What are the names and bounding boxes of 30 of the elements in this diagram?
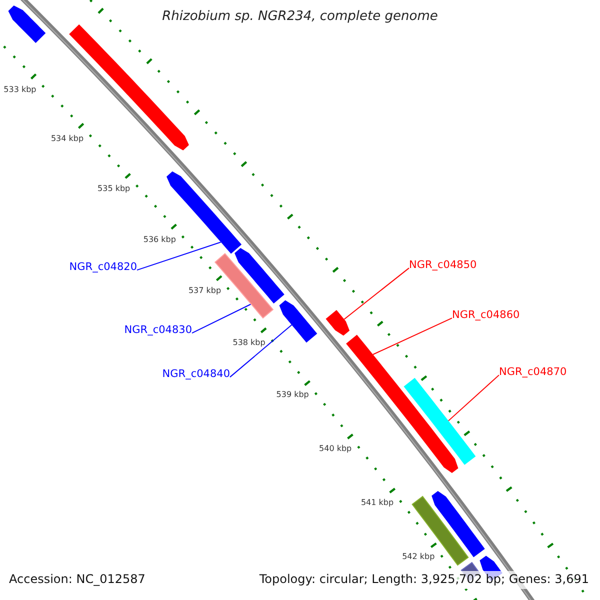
leader-line [372, 318, 452, 355]
gene-feature [234, 248, 284, 304]
tick-label: 535 kbp [98, 184, 130, 194]
leader-line [448, 374, 500, 422]
gene-block [404, 378, 476, 465]
gene-label: NGR_c04860 [452, 309, 520, 322]
tick-label: 539 kbp [276, 390, 309, 400]
title: Rhizobium sp. NGR234, complete genome [161, 10, 439, 25]
gene-feature [279, 300, 318, 343]
leader-line [136, 242, 222, 271]
gene-feature [8, 5, 46, 43]
tick-label: 537 kbp [188, 286, 222, 296]
tick-label: 541 kbp [360, 498, 394, 507]
leader-line [230, 324, 292, 378]
gene-label: NGR_c04820 [69, 261, 137, 274]
tick-label: 540 kbp [319, 444, 352, 453]
gene-feature [69, 24, 189, 150]
gene-label: NGR_c04830 [124, 324, 192, 336]
tick-label: 534 kbp [50, 134, 84, 144]
leader-line [344, 268, 410, 320]
accession-text: Accession: NC_012587 [9, 573, 146, 587]
tick-label: 533 kbp [4, 85, 36, 94]
gene-feature [326, 310, 350, 336]
tick-label: 542 kbp [402, 552, 435, 562]
gene-label: NGR_c04840 [162, 368, 230, 380]
gene-label: NGR_c04870 [499, 366, 567, 378]
gene-label: NGR_c04850 [409, 259, 477, 272]
leader-line [192, 304, 252, 334]
tick-label: 536 kbp [143, 234, 176, 244]
tick-label: 538 kbp [232, 338, 266, 348]
